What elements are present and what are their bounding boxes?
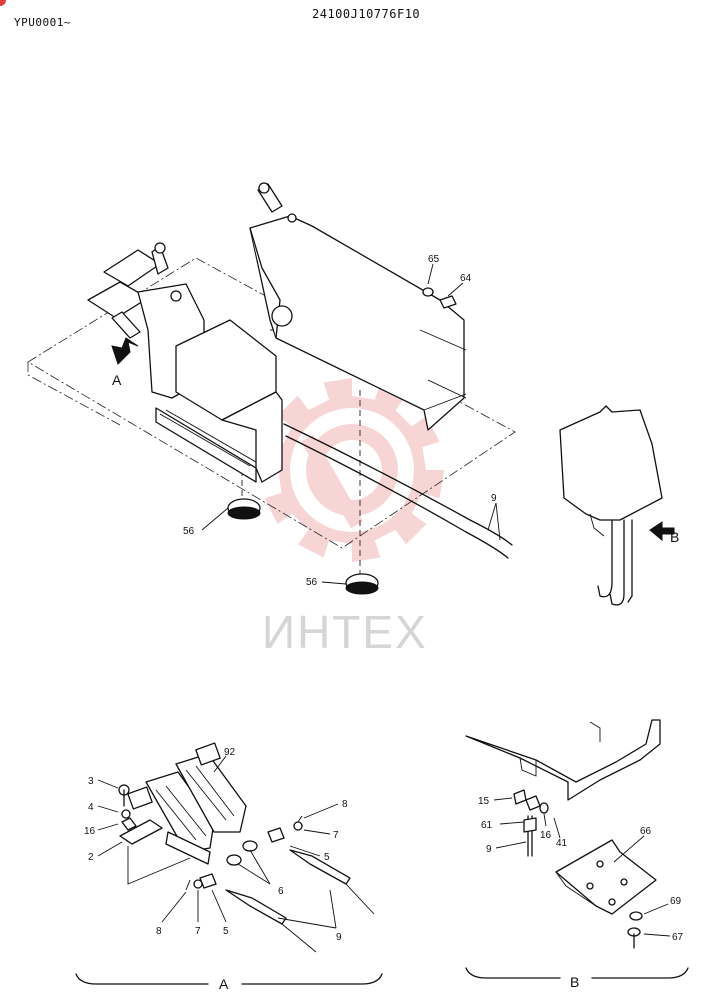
callout-9-b: 9 (486, 844, 492, 855)
callout-2: 2 (88, 852, 94, 863)
callout-3: 3 (88, 776, 94, 787)
section-a-brace: A (75, 973, 383, 992)
view-a-arrow: A (111, 337, 139, 388)
travel-pedal-assembly (87, 242, 283, 483)
callout-9-a: 9 (336, 932, 342, 943)
control-console-assembly (249, 182, 467, 431)
callout-41: 41 (556, 838, 568, 849)
callout-67: 67 (672, 932, 684, 943)
cable-pair-9 (283, 423, 513, 559)
callout-56b: 56 (306, 577, 318, 588)
callout-8-right: 8 (342, 799, 348, 810)
drawing-number: 24100J10776F10 (312, 7, 421, 21)
callout-16-b: 16 (540, 830, 552, 841)
callout-5-right: 5 (324, 852, 330, 863)
callout-7-right: 7 (333, 830, 339, 841)
rubber-foot-56b (345, 573, 379, 595)
callout-69: 69 (670, 896, 682, 907)
callout-92: 92 (224, 747, 236, 758)
section-b-brace: B (465, 967, 689, 990)
callout-61: 61 (481, 820, 493, 831)
callout-8-left: 8 (156, 926, 162, 937)
callout-9-main: 9 (491, 493, 497, 504)
callout-15: 15 (478, 796, 490, 807)
callout-7-left: 7 (195, 926, 201, 937)
main-callouts: 65 64 56 56 9 (183, 254, 501, 588)
pilot-valve-view-b: B (559, 405, 679, 606)
detail-a-pedals (118, 742, 375, 953)
callout-6: 6 (278, 886, 284, 897)
document-code-left: YPU0001~ (14, 16, 71, 29)
callout-4: 4 (88, 802, 94, 813)
callout-66: 66 (640, 826, 652, 837)
detail-b-callouts: 15 61 9 16 41 66 69 67 (478, 796, 684, 943)
detail-b-bracket (465, 719, 661, 949)
watermark-text: ИНТЕХ (262, 606, 428, 658)
callout-5-left: 5 (223, 926, 229, 937)
svg-text:B: B (670, 529, 679, 545)
callout-64: 64 (460, 273, 472, 284)
callout-16-a: 16 (84, 826, 96, 837)
callout-65: 65 (428, 254, 440, 265)
corner-marker-dot (0, 0, 6, 6)
svg-text:A: A (112, 372, 122, 388)
callout-56a: 56 (183, 526, 195, 537)
section-a-label: A (219, 976, 229, 992)
rubber-foot-56a (227, 498, 261, 520)
section-b-label: B (570, 974, 579, 990)
detail-a-callouts: 3 4 16 2 92 8 7 5 6 8 7 5 9 (84, 747, 348, 943)
